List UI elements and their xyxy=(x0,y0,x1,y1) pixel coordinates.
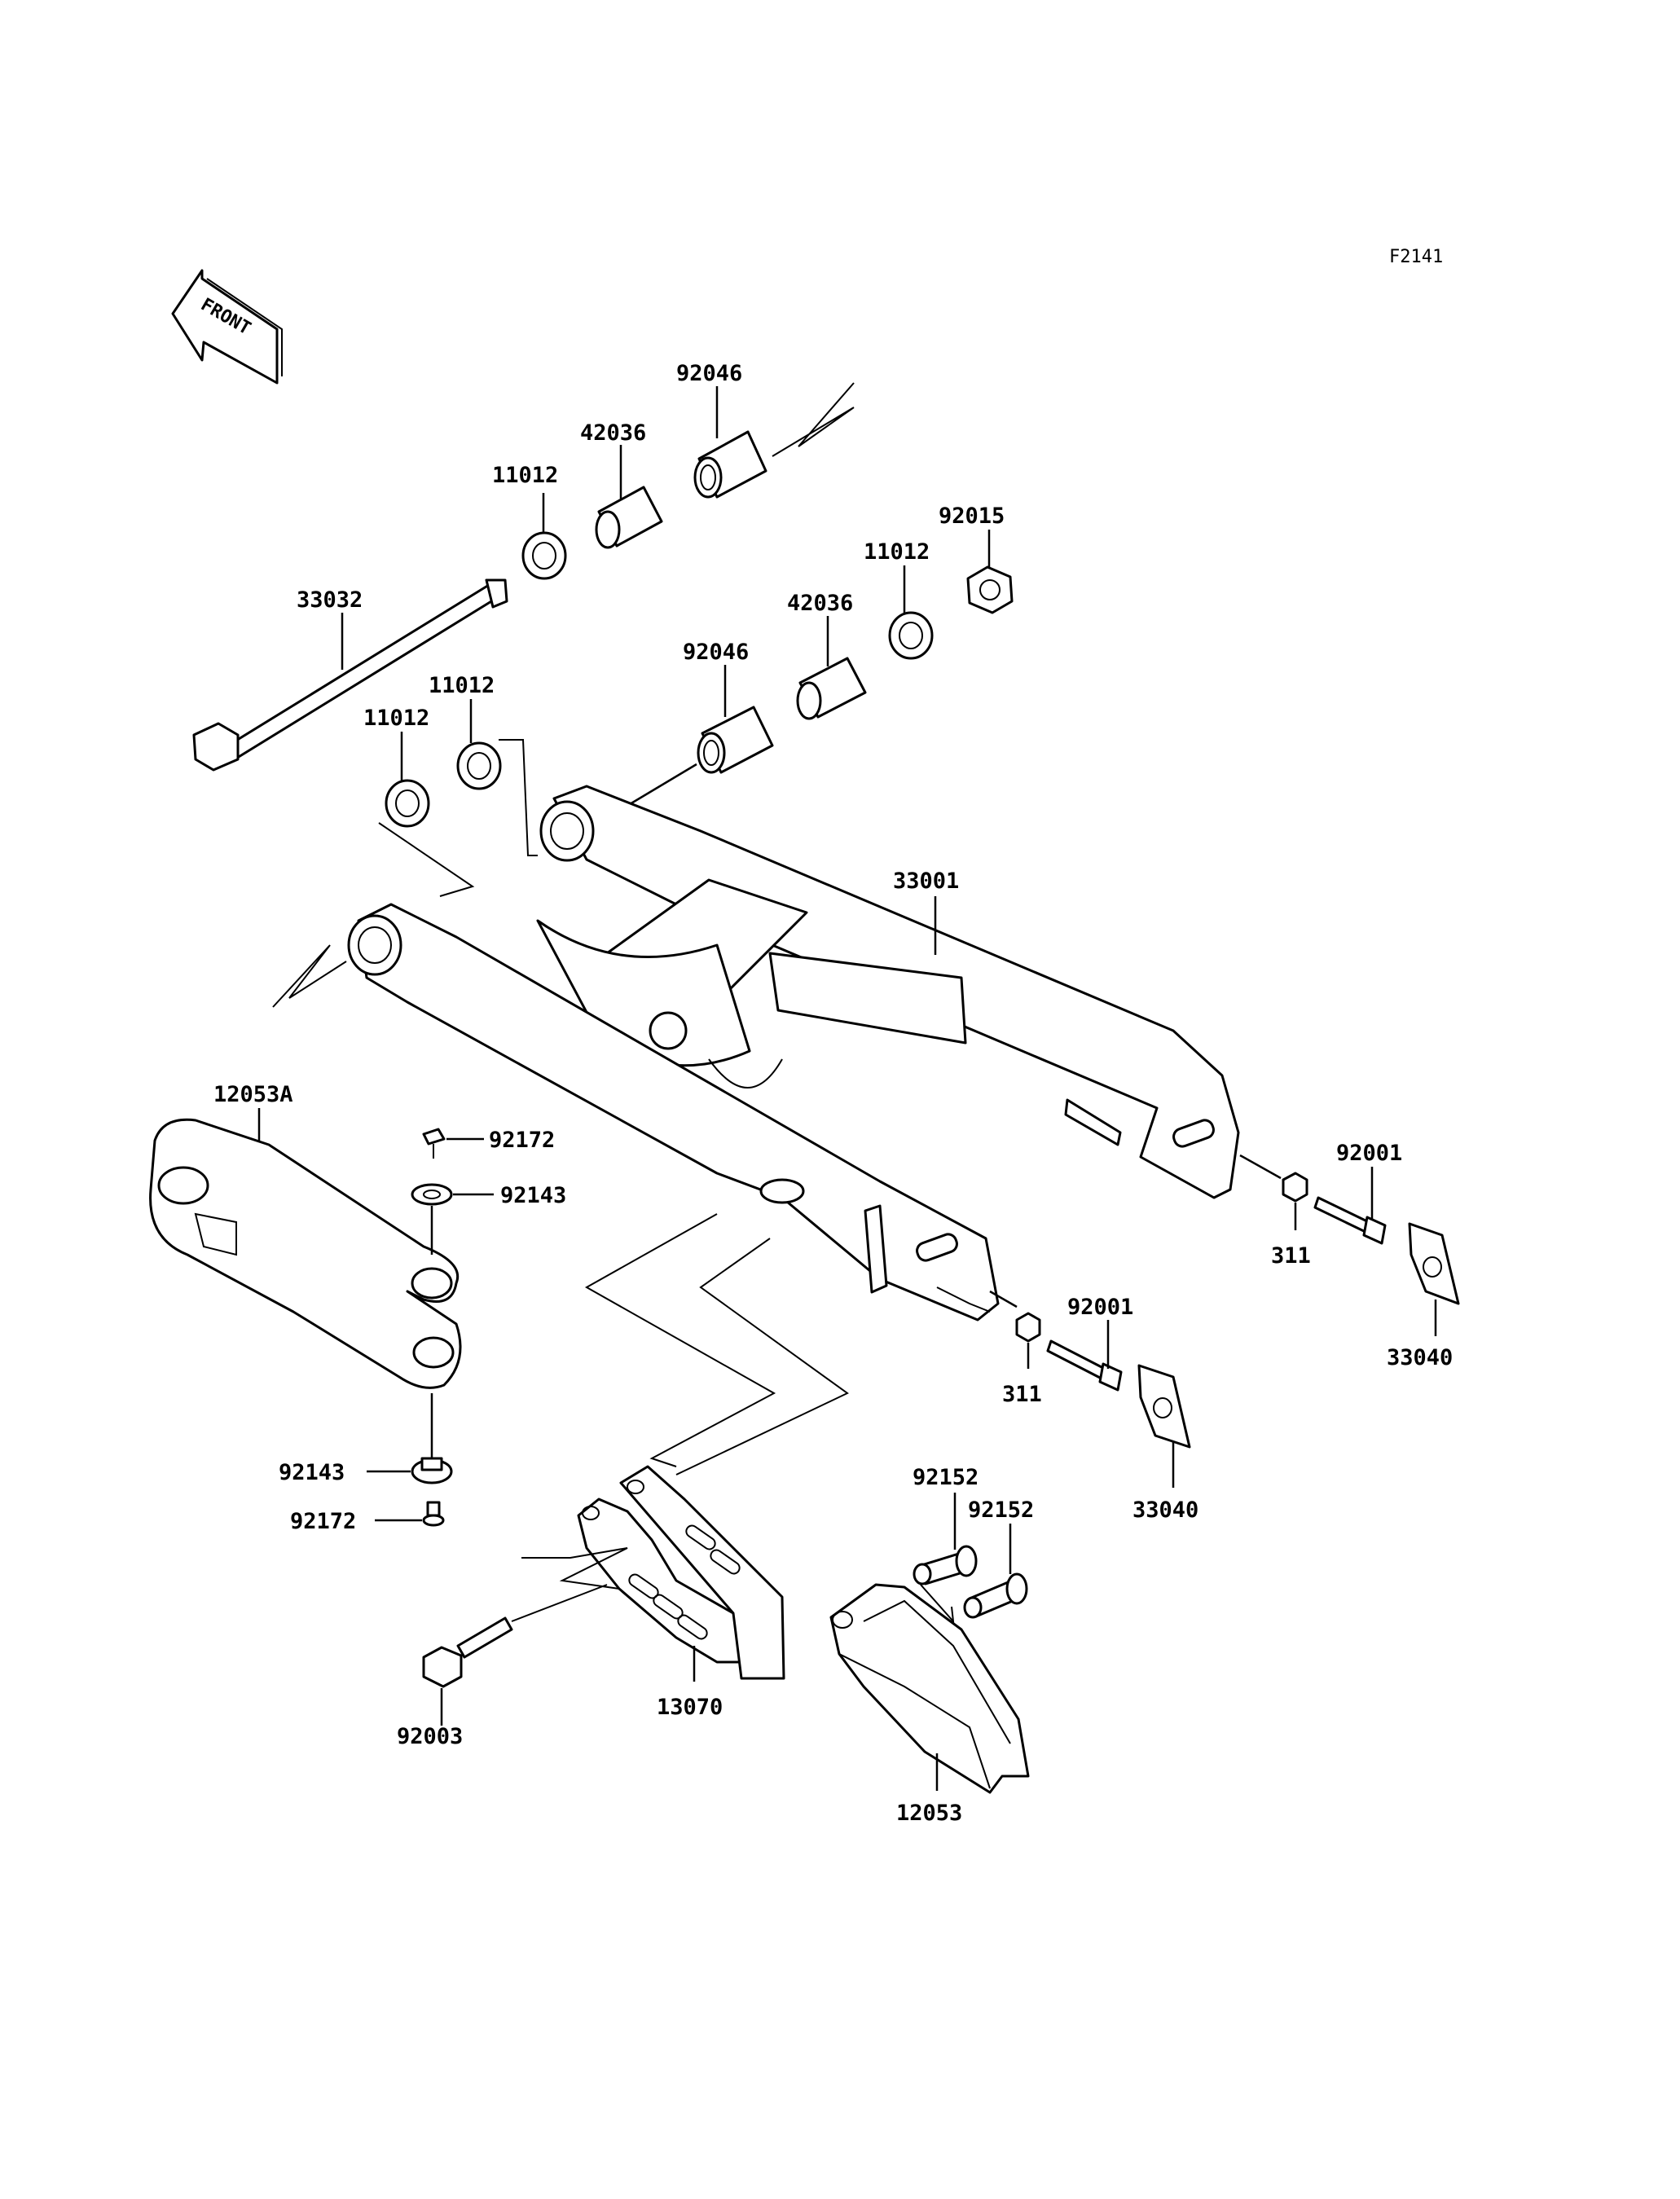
label-42036-a: 42036 xyxy=(580,420,646,446)
label-92143-b: 92143 xyxy=(279,1460,345,1485)
label-33040-a: 33040 xyxy=(1387,1345,1453,1370)
pin-92152-lower xyxy=(963,1572,1028,1619)
diagram-code: F2141 xyxy=(1389,247,1443,267)
front-arrow-icon: FRONT xyxy=(171,269,283,385)
label-92003: 92003 xyxy=(397,1724,463,1749)
ref-line-axle-right xyxy=(1239,1154,1282,1180)
label-13070: 13070 xyxy=(657,1695,723,1720)
pivot-shaft xyxy=(192,578,508,772)
nut-92015 xyxy=(966,565,1014,614)
chain-guide-13070 xyxy=(577,1465,785,1680)
label-12053A: 12053A xyxy=(213,1082,293,1107)
ref-line-axle-left xyxy=(989,1290,1018,1308)
bushing-11012-right xyxy=(888,611,934,660)
label-92152-b: 92152 xyxy=(968,1498,1034,1523)
bolt-92001-right xyxy=(1313,1196,1387,1245)
ref-line-guide-a xyxy=(584,1213,776,1467)
bearing-92046-middle xyxy=(697,706,774,774)
chain-slipper-12053A xyxy=(149,1118,462,1389)
ref-line-guide-c xyxy=(521,1547,628,1590)
bushing-11012-left-lower xyxy=(385,779,430,828)
nut-311-left xyxy=(1015,1312,1041,1343)
label-33001: 33001 xyxy=(893,869,959,894)
label-92172-a: 92172 xyxy=(489,1128,555,1153)
ref-line-upper-pivot xyxy=(499,739,538,856)
label-42036-b: 42036 xyxy=(787,591,853,616)
bushing-11012-left-upper xyxy=(456,741,502,790)
label-92046-b: 92046 xyxy=(683,640,749,665)
label-311-a: 311 xyxy=(1271,1243,1311,1269)
ref-line-pin xyxy=(920,1584,955,1625)
ref-line-left-swingarm xyxy=(272,944,347,1008)
ref-line-top xyxy=(772,382,855,457)
label-33040-b: 33040 xyxy=(1132,1498,1198,1523)
label-11012-d: 11012 xyxy=(363,706,429,731)
label-92143-a: 92143 xyxy=(500,1183,566,1208)
collar-42036-top xyxy=(595,486,663,549)
bolt-92172-upper xyxy=(422,1128,446,1159)
label-11012-c: 11012 xyxy=(429,673,495,698)
bolt-92001-left xyxy=(1046,1339,1123,1392)
nut-311-right xyxy=(1282,1172,1308,1203)
pin-92152-upper xyxy=(913,1545,978,1585)
plate-33040-left xyxy=(1137,1364,1191,1449)
ref-line-left-pivot xyxy=(378,822,475,897)
label-92152-a: 92152 xyxy=(913,1465,979,1490)
label-92015: 92015 xyxy=(939,504,1005,529)
label-92172-b: 92172 xyxy=(290,1509,356,1534)
label-33032: 33032 xyxy=(297,587,363,613)
washer-92143-upper xyxy=(411,1183,453,1206)
washer-92143-lower xyxy=(411,1457,453,1484)
bushing-11012-top xyxy=(521,531,567,580)
label-11012-a: 11012 xyxy=(492,463,558,488)
ref-line-bearing xyxy=(625,763,697,808)
label-11012-b: 11012 xyxy=(864,539,930,565)
ref-line-bolt-92003 xyxy=(511,1584,608,1622)
bolt-92172-lower xyxy=(422,1501,445,1527)
label-311-b: 311 xyxy=(1002,1382,1042,1407)
chain-guide-12053 xyxy=(829,1583,1030,1794)
label-92046-a: 92046 xyxy=(676,361,742,386)
bolt-92003 xyxy=(422,1616,513,1688)
label-12053: 12053 xyxy=(896,1801,962,1826)
collar-42036-right xyxy=(796,657,867,720)
bearing-92046-top xyxy=(693,430,767,499)
label-92001-a: 92001 xyxy=(1336,1141,1402,1166)
plate-33040-right xyxy=(1408,1222,1460,1305)
swingarm-33001 xyxy=(347,785,1240,1322)
label-92001-b: 92001 xyxy=(1067,1295,1133,1320)
ref-line-guide-b xyxy=(675,1238,849,1476)
